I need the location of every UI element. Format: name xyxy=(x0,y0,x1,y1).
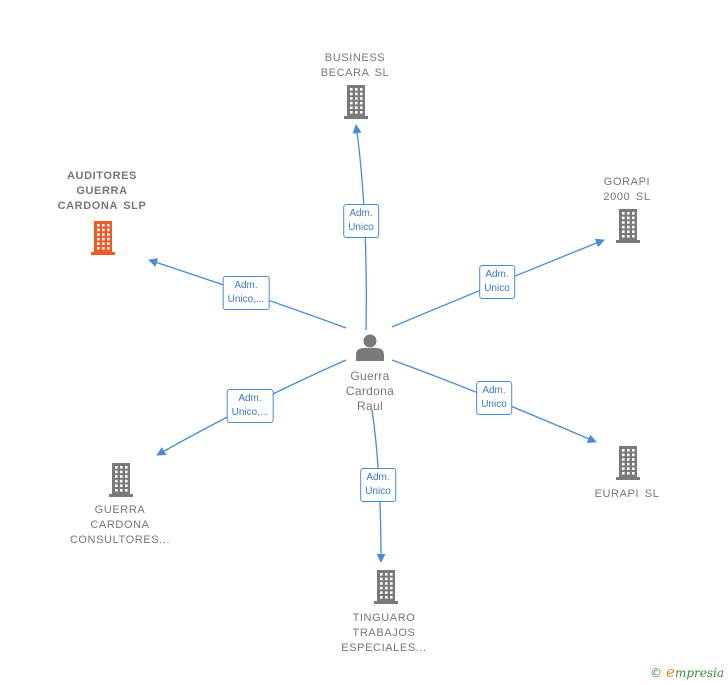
company-label-gorapi-2000[interactable]: GORAPI 2000 SL xyxy=(603,175,650,205)
icons-layer xyxy=(91,85,640,604)
company-label-line: CONSULTORES... xyxy=(69,534,171,546)
building-icon xyxy=(616,209,640,243)
company-label-line: GUERRA xyxy=(94,504,146,516)
company-label-line: EURAPI SL xyxy=(594,488,660,500)
company-label-auditores-guerra[interactable]: AUDITORES GUERRA CARDONA SLP xyxy=(58,169,147,214)
building-icon xyxy=(344,85,368,119)
edge-label-line: Adm. xyxy=(238,393,262,404)
building-icon xyxy=(374,570,398,604)
building-icon xyxy=(109,463,133,497)
edge-label-line: Unico,... xyxy=(227,294,265,305)
company-label-line: BECARA SL xyxy=(320,67,390,79)
edge-label-auditores-guerra[interactable]: Adm. Unico,... xyxy=(222,276,270,310)
person-label-line: Guerra xyxy=(350,369,390,383)
edge-label-eurapi[interactable]: Adm. Unico xyxy=(476,381,512,415)
edge-label-line: Unico xyxy=(484,283,510,294)
company-label-line: CARDONA SLP xyxy=(57,200,147,212)
edge-label-gorapi-2000[interactable]: Adm. Unico xyxy=(479,265,515,299)
copyright-symbol: © xyxy=(650,666,663,680)
company-label-line: GORAPI xyxy=(603,176,651,188)
building-icon xyxy=(616,446,640,480)
person-label-line: Raul xyxy=(357,399,383,413)
brand-e-logo: e xyxy=(666,663,675,681)
company-label-line: ESPECIALES... xyxy=(341,642,427,654)
building-icon xyxy=(91,221,115,255)
company-label-line: BUSINESS xyxy=(324,52,386,64)
company-label-business-becara[interactable]: BUSINESS BECARA SL xyxy=(321,51,390,81)
edge-label-line: Adm. xyxy=(366,472,390,483)
company-label-line: AUDITORES xyxy=(67,170,137,182)
edge-label-line: Adm. xyxy=(234,280,258,291)
company-label-line: GUERRA xyxy=(76,185,128,197)
edge-label-line: Unico xyxy=(481,399,507,410)
edge-label-line: Adm. xyxy=(349,208,373,219)
company-label-line: TRABAJOS xyxy=(352,627,416,639)
company-label-line: CARDONA xyxy=(90,519,150,531)
edge-label-line: Adm. xyxy=(485,269,509,280)
brand-name: mpresia xyxy=(674,666,724,680)
company-label-line: TINGUARO xyxy=(352,612,416,624)
company-label-eurapi[interactable]: EURAPI SL xyxy=(595,487,660,502)
edge-label-tinguaro[interactable]: Adm. Unico xyxy=(360,468,396,502)
empresia-brand[interactable]: ©empresia xyxy=(650,663,724,681)
person-icon xyxy=(356,334,384,361)
edge-label-guerra-cardona-consultores[interactable]: Adm. Unico,... xyxy=(226,389,274,423)
edge-label-line: Unico,... xyxy=(231,407,269,418)
edge-label-business-becara[interactable]: Adm. Unico xyxy=(343,204,379,238)
edge-label-line: Unico xyxy=(348,222,374,233)
person-label-line: Cardona xyxy=(345,384,395,398)
company-label-tinguaro[interactable]: TINGUARO TRABAJOS ESPECIALES... xyxy=(341,611,426,656)
company-label-guerra-cardona-consultores[interactable]: GUERRA CARDONA CONSULTORES... xyxy=(70,503,170,548)
company-label-line: 2000 SL xyxy=(603,191,651,203)
edge-label-line: Unico xyxy=(365,486,391,497)
edge-label-line: Adm. xyxy=(482,385,506,396)
